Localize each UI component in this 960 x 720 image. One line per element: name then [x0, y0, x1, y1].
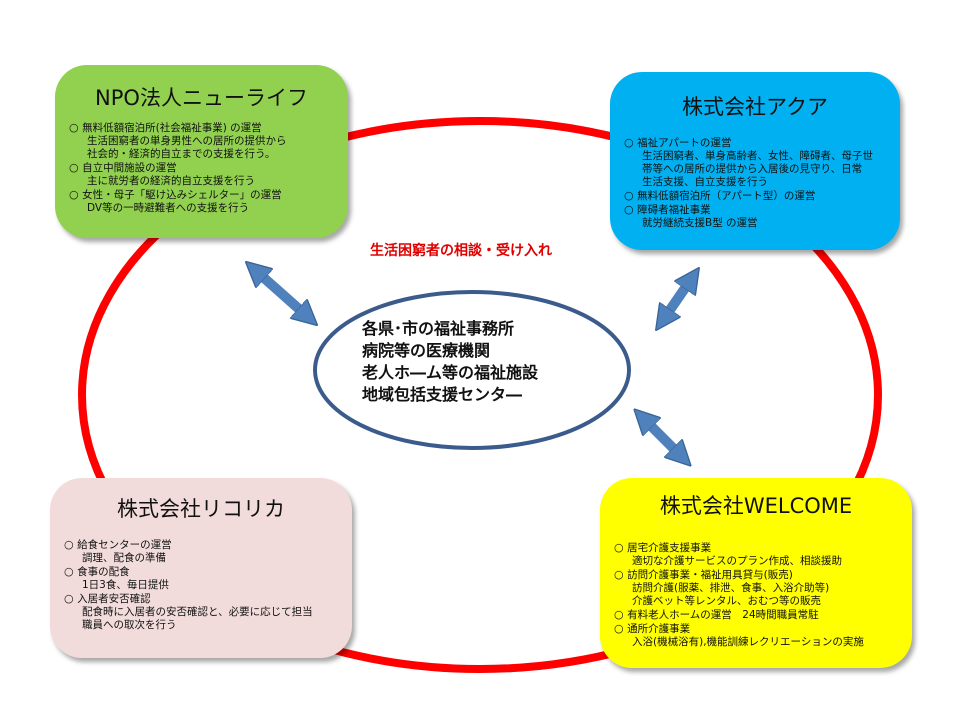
- outer-red-ring: [78, 117, 882, 673]
- org-box-aqua: 株式会社アクア 福祉アパートの運営生活困窮者、単身高齢者、女性、障碍者、母子世 …: [610, 72, 900, 250]
- center-institutions: 各県･市の福祉事務所 病院等の医療機関 老人ホ―ム等の福祉施設 地域包括支援セン…: [362, 318, 538, 406]
- center-line: 各県･市の福祉事務所: [362, 319, 515, 338]
- arrow-welcome-center: [643, 418, 682, 457]
- org-box-npo-newlife: NPO法人ニューライフ 無料低額宿泊所(社会福祉事業) の運営生活困窮者の単身男…: [55, 65, 348, 238]
- list-item: 訪問介護事業・福祉用具貸与(販売)訪問介護(服薬、排泄、食事、入浴介助等) 介護…: [614, 568, 898, 608]
- flow-label: 生活困窮者の相談・受け入れ: [370, 243, 552, 259]
- center-line: 老人ホ―ム等の福祉施設: [362, 363, 539, 382]
- arrow-aqua-center: [663, 278, 692, 320]
- list-item: 有料老人ホームの運営 24時間職員常駐: [614, 608, 898, 622]
- arrow-npo-center: [255, 270, 308, 317]
- org-title: 株式会社リコリカ: [117, 497, 285, 521]
- org-title: NPO法人ニューライフ: [95, 86, 308, 110]
- center-line: 病院等の医療機関: [362, 341, 491, 360]
- center-line: 地域包括支援センタ―: [362, 385, 523, 404]
- list-item: 無料低額宿泊所（アパート型）の運営: [624, 189, 886, 203]
- org-title: 株式会社アクア: [682, 95, 828, 119]
- org-box-welcome: 株式会社WELCOME 居宅介護支援事業適切な介護サービスのプラン作成、相談援助…: [600, 478, 912, 668]
- center-ring: [313, 290, 631, 450]
- org-title: 株式会社WELCOME: [659, 494, 853, 518]
